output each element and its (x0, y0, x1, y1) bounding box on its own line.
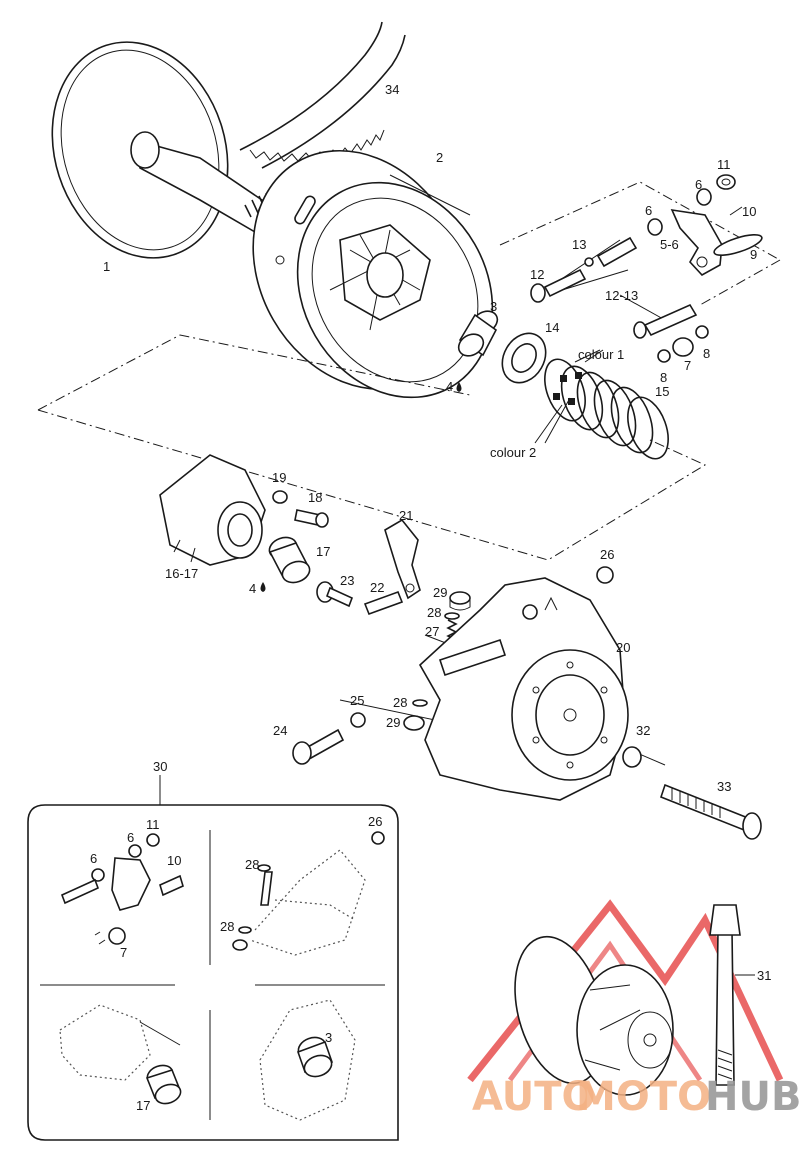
label-part-6a: 6 (695, 177, 702, 192)
label-part-21: 21 (399, 508, 413, 523)
inset-label-7: 7 (120, 945, 127, 960)
grease-drop-icon-4b (260, 582, 266, 592)
label-part-31: 31 (757, 968, 771, 983)
washer-6b (647, 218, 663, 236)
ring-28a (444, 612, 460, 620)
label-part-32: 32 (636, 723, 650, 738)
label-part-2: 2 (436, 150, 443, 165)
label-part-5-6: 5-6 (660, 237, 679, 252)
washer-32 (622, 746, 642, 768)
pin-22 (363, 590, 404, 616)
label-part-13: 13 (572, 237, 586, 252)
label-part-12: 12 (530, 267, 544, 282)
label-part-28b: 28 (393, 695, 407, 710)
label-part-29b: 29 (386, 715, 400, 730)
label-part-22: 22 (370, 580, 384, 595)
ring-28b (412, 699, 428, 707)
label-part-34: 34 (385, 82, 399, 97)
belt (239, 21, 406, 169)
label-colour-1: colour 1 (578, 347, 624, 362)
label-part-4b: 4 (249, 581, 256, 596)
watermark-text-auto: AUTO (472, 1074, 596, 1120)
inset-label-28a: 28 (245, 857, 259, 872)
bushing-3 (457, 310, 499, 357)
label-part-16-17: 16-17 (165, 566, 198, 581)
label-part-7: 7 (684, 358, 691, 373)
label-part-27: 27 (425, 624, 439, 639)
inset-label-28b: 28 (220, 919, 234, 934)
nut-11 (716, 174, 736, 190)
watermark-text-hub: HUB (705, 1074, 800, 1120)
roller-7 (657, 325, 709, 363)
nut-26 (596, 566, 614, 584)
bolt-33 (660, 783, 762, 840)
label-part-17: 17 (316, 544, 330, 559)
spring-15 (544, 358, 669, 460)
label-part-8a: 8 (703, 346, 710, 361)
inset-label-11: 11 (146, 817, 160, 832)
watermark-text-moto: MOTO (576, 1074, 711, 1120)
shaft-12-13 (633, 303, 698, 339)
inset-label-6a: 6 (127, 830, 134, 845)
lever-21 (384, 518, 421, 600)
slider-hub-16-17 (159, 454, 266, 566)
label-part-4a: 4 (446, 379, 453, 394)
washer-6a (696, 188, 712, 206)
label-colour-2: colour 2 (490, 445, 536, 460)
label-part-15: 15 (655, 384, 669, 399)
label-part-8b: 8 (660, 370, 667, 385)
label-part-33: 33 (717, 779, 731, 794)
label-part-6b: 6 (645, 203, 652, 218)
assembly-outline-lower (37, 334, 707, 561)
screw-18 (294, 509, 329, 528)
movable-pulley-drum (252, 149, 494, 399)
label-part-12-13: 12-13 (605, 288, 638, 303)
cap-29b (403, 715, 425, 731)
inset-kit-30 (27, 775, 399, 1141)
support-plate-20 (418, 577, 629, 801)
label-part-9: 9 (750, 247, 757, 262)
label-part-29a: 29 (433, 585, 447, 600)
label-part-25: 25 (350, 693, 364, 708)
label-part-19: 19 (272, 470, 286, 485)
grease-drop-icon-4a (456, 382, 462, 392)
label-part-23: 23 (340, 573, 354, 588)
complete-assembly-31 (514, 904, 741, 1096)
label-part-26: 26 (600, 547, 614, 562)
label-part-20: 20 (616, 640, 630, 655)
label-part-11: 11 (717, 157, 731, 172)
rocker-arm-5-6 (670, 206, 763, 277)
screw-12 (530, 268, 587, 303)
label-part-30: 30 (153, 759, 167, 774)
inset-label-26: 26 (368, 814, 382, 829)
seal-14 (501, 332, 547, 384)
bushing-17 (268, 536, 311, 584)
label-part-24: 24 (273, 723, 287, 738)
inset-label-10: 10 (167, 853, 181, 868)
pin-13 (584, 236, 638, 268)
assembly-outline-upper (499, 181, 781, 306)
label-part-10: 10 (742, 204, 756, 219)
label-part-28a: 28 (427, 605, 441, 620)
bolt-23 (316, 581, 354, 608)
label-part-3: 3 (490, 299, 497, 314)
inset-label-17: 17 (136, 1098, 150, 1113)
cap-29a (449, 591, 471, 611)
inset-label-3: 3 (325, 1030, 332, 1045)
label-part-18: 18 (308, 490, 322, 505)
label-part-1: 1 (103, 259, 110, 274)
inset-label-6b: 6 (90, 851, 97, 866)
label-part-14: 14 (545, 320, 559, 335)
washer-19 (272, 490, 288, 504)
bolt-24 (292, 728, 345, 765)
washer-25 (350, 712, 366, 728)
